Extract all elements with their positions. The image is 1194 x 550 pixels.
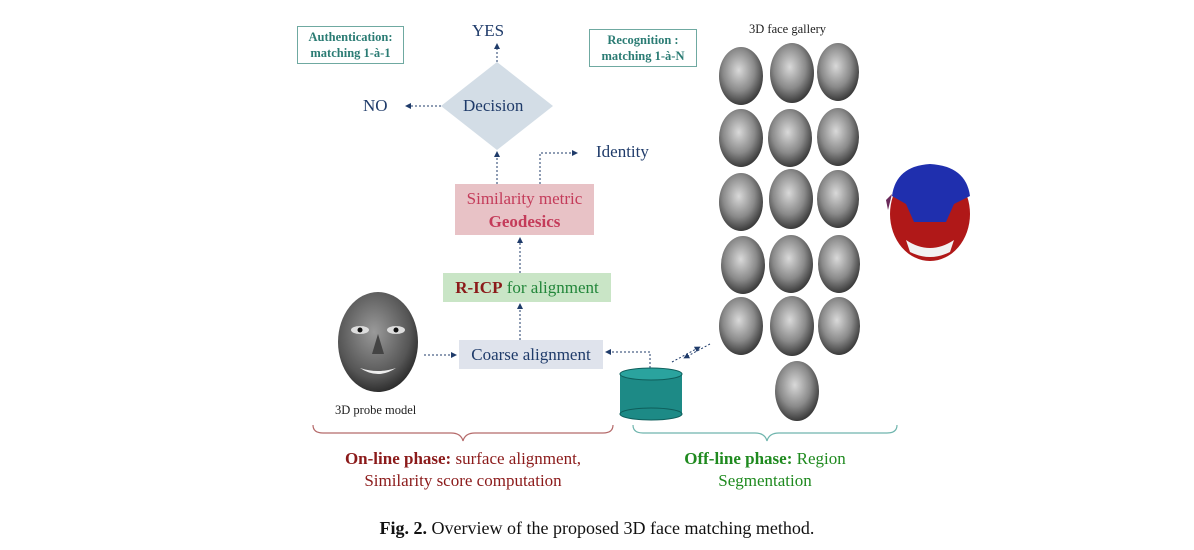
offline-brace: [632, 424, 898, 442]
similarity-metric-box: Similarity metric Geodesics: [455, 184, 594, 235]
gallery-label: 3D face gallery: [749, 22, 827, 36]
auth-line1: Authentication:: [308, 30, 393, 44]
probe-label: 3D probe model: [335, 403, 417, 417]
gallery-face: [817, 43, 859, 101]
database-cylinder-icon: [619, 367, 683, 421]
gallery-face: [770, 43, 814, 103]
online-line2: Similarity score computation: [364, 471, 562, 490]
gallery-faces: [719, 43, 860, 421]
coarse-alignment-box: Coarse alignment: [459, 340, 603, 369]
gallery-face: [719, 173, 763, 231]
yes-label: YES: [472, 21, 505, 40]
arrow-gallery-db-2: [683, 343, 711, 359]
decision-diamond: [441, 62, 553, 150]
caption-bold: Fig. 2.: [379, 518, 428, 538]
ricp-bold: R-ICP: [455, 278, 503, 297]
offline-line2: Segmentation: [718, 471, 812, 490]
gallery-face: [769, 169, 813, 229]
arrow-db-to-coarse: [605, 349, 651, 368]
gallery-face: [817, 108, 859, 166]
online-phase-label: On-line phase: surface alignment, Simila…: [313, 448, 613, 492]
segmented-face-icon: [886, 164, 970, 261]
figure-caption: Fig. 2. Overview of the proposed 3D face…: [0, 518, 1194, 539]
gallery-face: [775, 361, 819, 421]
recognition-box: Recognition : matching 1-à-N: [589, 29, 697, 67]
gallery-face: [719, 47, 763, 105]
decision-label: Decision: [463, 96, 524, 115]
auth-line2: matching 1-à-1: [310, 46, 391, 60]
caption-rest: Overview of the proposed 3D face matchin…: [427, 518, 815, 538]
similarity-line2: Geodesics: [488, 212, 561, 231]
offline-phase-label: Off-line phase: Region Segmentation: [633, 448, 897, 492]
probe-face-icon: [338, 292, 418, 392]
authentication-box: Authentication: matching 1-à-1: [297, 26, 404, 64]
recog-line2: matching 1-à-N: [601, 49, 685, 63]
gallery-face: [817, 170, 859, 228]
arrow-to-identity: [539, 150, 578, 184]
identity-label: Identity: [596, 142, 649, 161]
offline-rest: Region: [792, 449, 846, 468]
recog-line1: Recognition :: [607, 33, 679, 47]
gallery-face: [721, 236, 765, 294]
gallery-face: [818, 235, 860, 293]
ricp-rest: for alignment: [502, 278, 599, 297]
arrow-gallery-db-1: [671, 346, 701, 363]
gallery-face: [770, 296, 814, 356]
no-label: NO: [363, 96, 388, 115]
gallery-face: [818, 297, 860, 355]
gallery-face: [719, 109, 763, 167]
similarity-line1: Similarity metric: [466, 189, 583, 208]
offline-bold: Off-line phase:: [684, 449, 793, 468]
online-rest: surface alignment,: [451, 449, 582, 468]
ricp-box: R-ICP for alignment: [443, 273, 611, 302]
gallery-face: [719, 297, 763, 355]
online-brace: [312, 424, 614, 442]
online-bold: On-line phase:: [344, 449, 452, 468]
gallery-face: [768, 109, 812, 167]
gallery-face: [769, 235, 813, 293]
